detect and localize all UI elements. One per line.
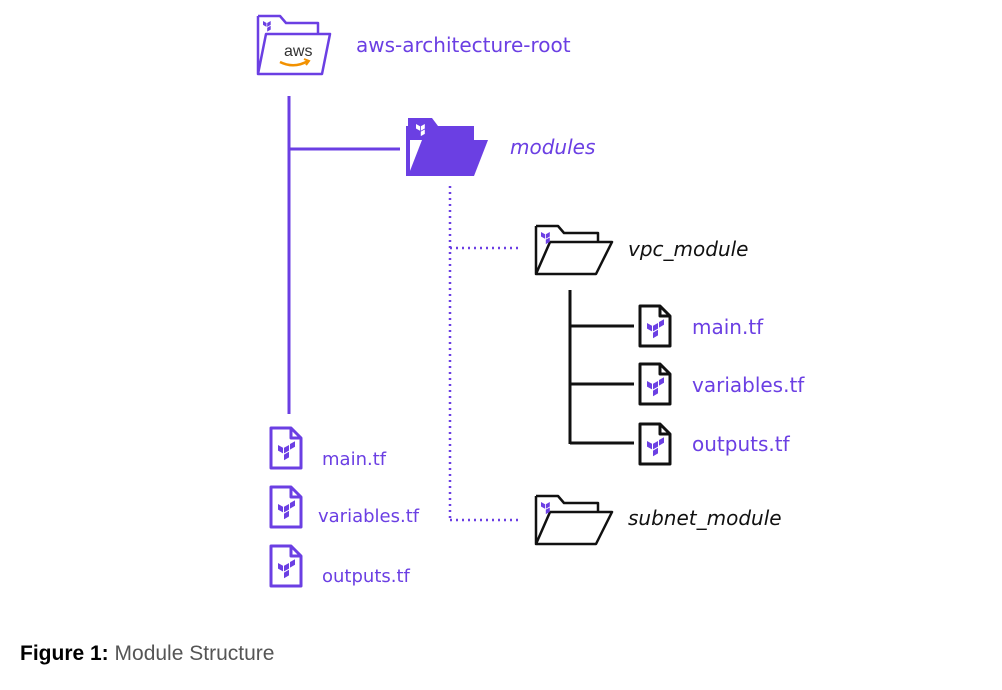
root-file-main: main.tf — [322, 449, 387, 470]
vpc-folder-icon — [534, 224, 614, 276]
terraform-file-icon — [269, 485, 303, 529]
caption-prefix: Figure 1: — [20, 642, 109, 665]
root-tree-lines — [287, 96, 400, 414]
aws-folder-icon: aws — [256, 14, 332, 76]
terraform-file-icon — [269, 426, 303, 470]
terraform-file-icon — [638, 304, 672, 348]
terraform-file-icon — [269, 544, 303, 588]
root-file-variables: variables.tf — [318, 506, 420, 527]
modules-folder-label: modules — [510, 135, 595, 159]
figure-caption: Figure 1: Module Structure — [20, 642, 274, 666]
vpc-module-label: vpc_module — [628, 237, 748, 261]
terraform-file-icon — [638, 422, 672, 466]
root-folder-label: aws-architecture-root — [356, 33, 571, 57]
vpc-tree-lines — [568, 290, 634, 445]
aws-badge: aws — [284, 43, 312, 60]
subnet-folder-icon — [534, 494, 614, 546]
terraform-folder-icon — [406, 118, 488, 176]
terraform-file-icon — [638, 362, 672, 406]
subnet-module-label: subnet_module — [628, 506, 782, 530]
modules-dotted-lines — [448, 186, 520, 522]
vpc-file-main: main.tf — [692, 315, 764, 339]
vpc-file-variables: variables.tf — [692, 373, 805, 397]
vpc-file-outputs: outputs.tf — [692, 432, 791, 456]
root-file-outputs: outputs.tf — [322, 566, 411, 587]
caption-text: Module Structure — [114, 642, 275, 665]
